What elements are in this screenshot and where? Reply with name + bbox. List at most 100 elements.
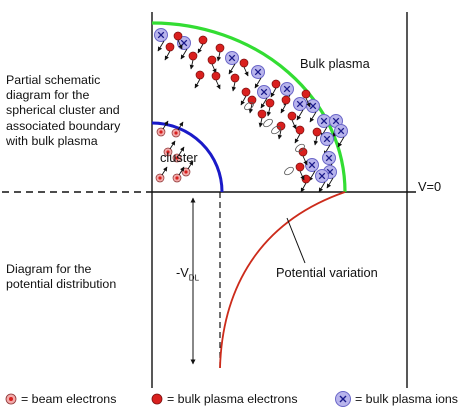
bulk-electron-particle (271, 79, 281, 89)
legend-item-bulk-plasma-ions: = bulk plasma ions (334, 390, 458, 408)
ion-velocity-arrow (309, 111, 317, 123)
electron-velocity-arrow (313, 135, 319, 146)
ion-particle (280, 82, 294, 96)
beam-velocity-arrow (169, 140, 176, 150)
caption-top-line: Partial schematic (6, 73, 101, 87)
ion-velocity-arrow (254, 77, 262, 89)
electron-velocity-arrow (215, 79, 221, 90)
electron-velocity-arrow (266, 106, 272, 117)
beam-velocity-arrow (177, 121, 184, 131)
bulk-electron-particle (241, 87, 251, 97)
bulk-electron-particle (257, 109, 267, 119)
electron-velocity-arrow (270, 87, 277, 98)
ion-velocity-arrow (326, 177, 334, 189)
electron-velocity-arrow (194, 78, 201, 89)
beam-electron-particle (171, 128, 181, 138)
bulk-electron-particle (230, 73, 240, 83)
electron-velocity-arrow (258, 117, 264, 128)
bulk-electron-particle (312, 127, 322, 137)
potential-variation-curve (219, 191, 346, 369)
electron-velocity-arrow (243, 66, 249, 77)
bulk-electron-particle (188, 51, 198, 61)
bulk-plasma-boundary-arc (151, 21, 347, 193)
electron-velocity-arrow (305, 97, 311, 108)
electron-velocity-arrow (189, 59, 195, 70)
legend-bulk-plasma-electrons-label: = bulk plasma electrons (167, 392, 298, 406)
ion-particle (315, 169, 329, 183)
vdl-label-subscript: DL (188, 273, 200, 283)
ion-particle (334, 124, 348, 138)
potential-variation-label: Potential variation (276, 265, 378, 280)
potential-label-pointer (286, 217, 306, 264)
ion-particle (251, 65, 265, 79)
caption-bottom-line: Diagram for the (6, 262, 92, 276)
bulk-electron-particle (301, 89, 311, 99)
ion-velocity-arrow (337, 136, 345, 148)
bulk-electron-particle (295, 125, 305, 135)
caption-top-line: diagram for the (6, 88, 90, 103)
trajectory-loop (271, 125, 281, 135)
electron-velocity-arrow (299, 170, 305, 181)
ion-particle (322, 151, 336, 165)
bulk-electron-particle (295, 162, 305, 172)
bulk-electron-particle (211, 71, 221, 81)
bulk-electron-icon (151, 393, 163, 405)
caption-partial-schematic: Partial schematic diagram for the spheri… (6, 73, 120, 149)
ion-velocity-arrow (296, 109, 304, 121)
vdl-label: -VDL (176, 265, 199, 283)
legend: = beam electrons = bulk plasma electrons… (4, 390, 474, 408)
electron-velocity-arrow (177, 39, 183, 50)
vdl-label-main: -V (176, 265, 189, 280)
electron-velocity-arrow (280, 103, 287, 114)
particles-group (154, 28, 348, 193)
bulk-electron-particle (165, 42, 175, 52)
bulk-electron-particle (173, 31, 183, 41)
cluster-label: cluster (160, 150, 198, 165)
bulk-electron-particle (281, 95, 291, 105)
electron-velocity-arrow (302, 155, 308, 166)
ion-particle (154, 28, 168, 42)
caption-potential-distribution: Diagram for the potential distribution (6, 262, 116, 292)
ion-velocity-arrow (180, 48, 188, 60)
bulk-electron-particle (265, 98, 275, 108)
electron-velocity-arrow (291, 119, 297, 130)
trajectory-loop (284, 166, 294, 176)
v-zero-label: V=0 (418, 179, 442, 194)
caption-bottom-line: potential distribution (6, 277, 117, 292)
ion-velocity-arrow (318, 181, 326, 193)
legend-item-bulk-plasma-electrons: = bulk plasma electrons (150, 390, 298, 408)
bulk-ion-icon (335, 391, 351, 407)
legend-item-beam-electrons: = beam electrons (4, 390, 116, 408)
ion-particle (306, 99, 320, 113)
trajectory-loop (263, 118, 273, 128)
bulk-electron-particle (215, 43, 225, 53)
beam-velocity-arrow (162, 120, 169, 130)
ion-particle (305, 158, 319, 172)
legend-beam-electrons-label: = beam electrons (21, 392, 117, 406)
legend-bulk-plasma-ions-label: = bulk plasma ions (355, 392, 458, 406)
bulk-electron-particle (195, 70, 205, 80)
beam-electron-particle (172, 153, 182, 163)
caption-top-line: with bulk plasma (6, 133, 98, 148)
electron-velocity-arrow (231, 81, 237, 92)
bulk-electron-particle (198, 35, 208, 45)
trajectory-loop (295, 143, 305, 153)
caption-top-line: associated boundary (6, 118, 121, 133)
ion-particle (320, 132, 334, 146)
electron-velocity-arrow (197, 43, 204, 54)
electron-velocity-arrow (164, 50, 171, 61)
electron-velocity-arrow (294, 133, 301, 144)
ion-velocity-arrow (157, 40, 165, 52)
bulk-electron-particle (239, 58, 249, 68)
ion-particle (317, 114, 331, 128)
ion-velocity-arrow (260, 97, 268, 109)
beam-electron-particle (156, 127, 166, 137)
beam-velocity-arrow (178, 146, 185, 156)
beam-velocity-arrow (178, 166, 185, 176)
electron-velocity-arrow (216, 51, 222, 62)
trajectory-loop (244, 101, 254, 111)
beam-electron-particle (181, 167, 191, 177)
ion-particle (257, 85, 271, 99)
beam-electron-particle (163, 147, 173, 157)
